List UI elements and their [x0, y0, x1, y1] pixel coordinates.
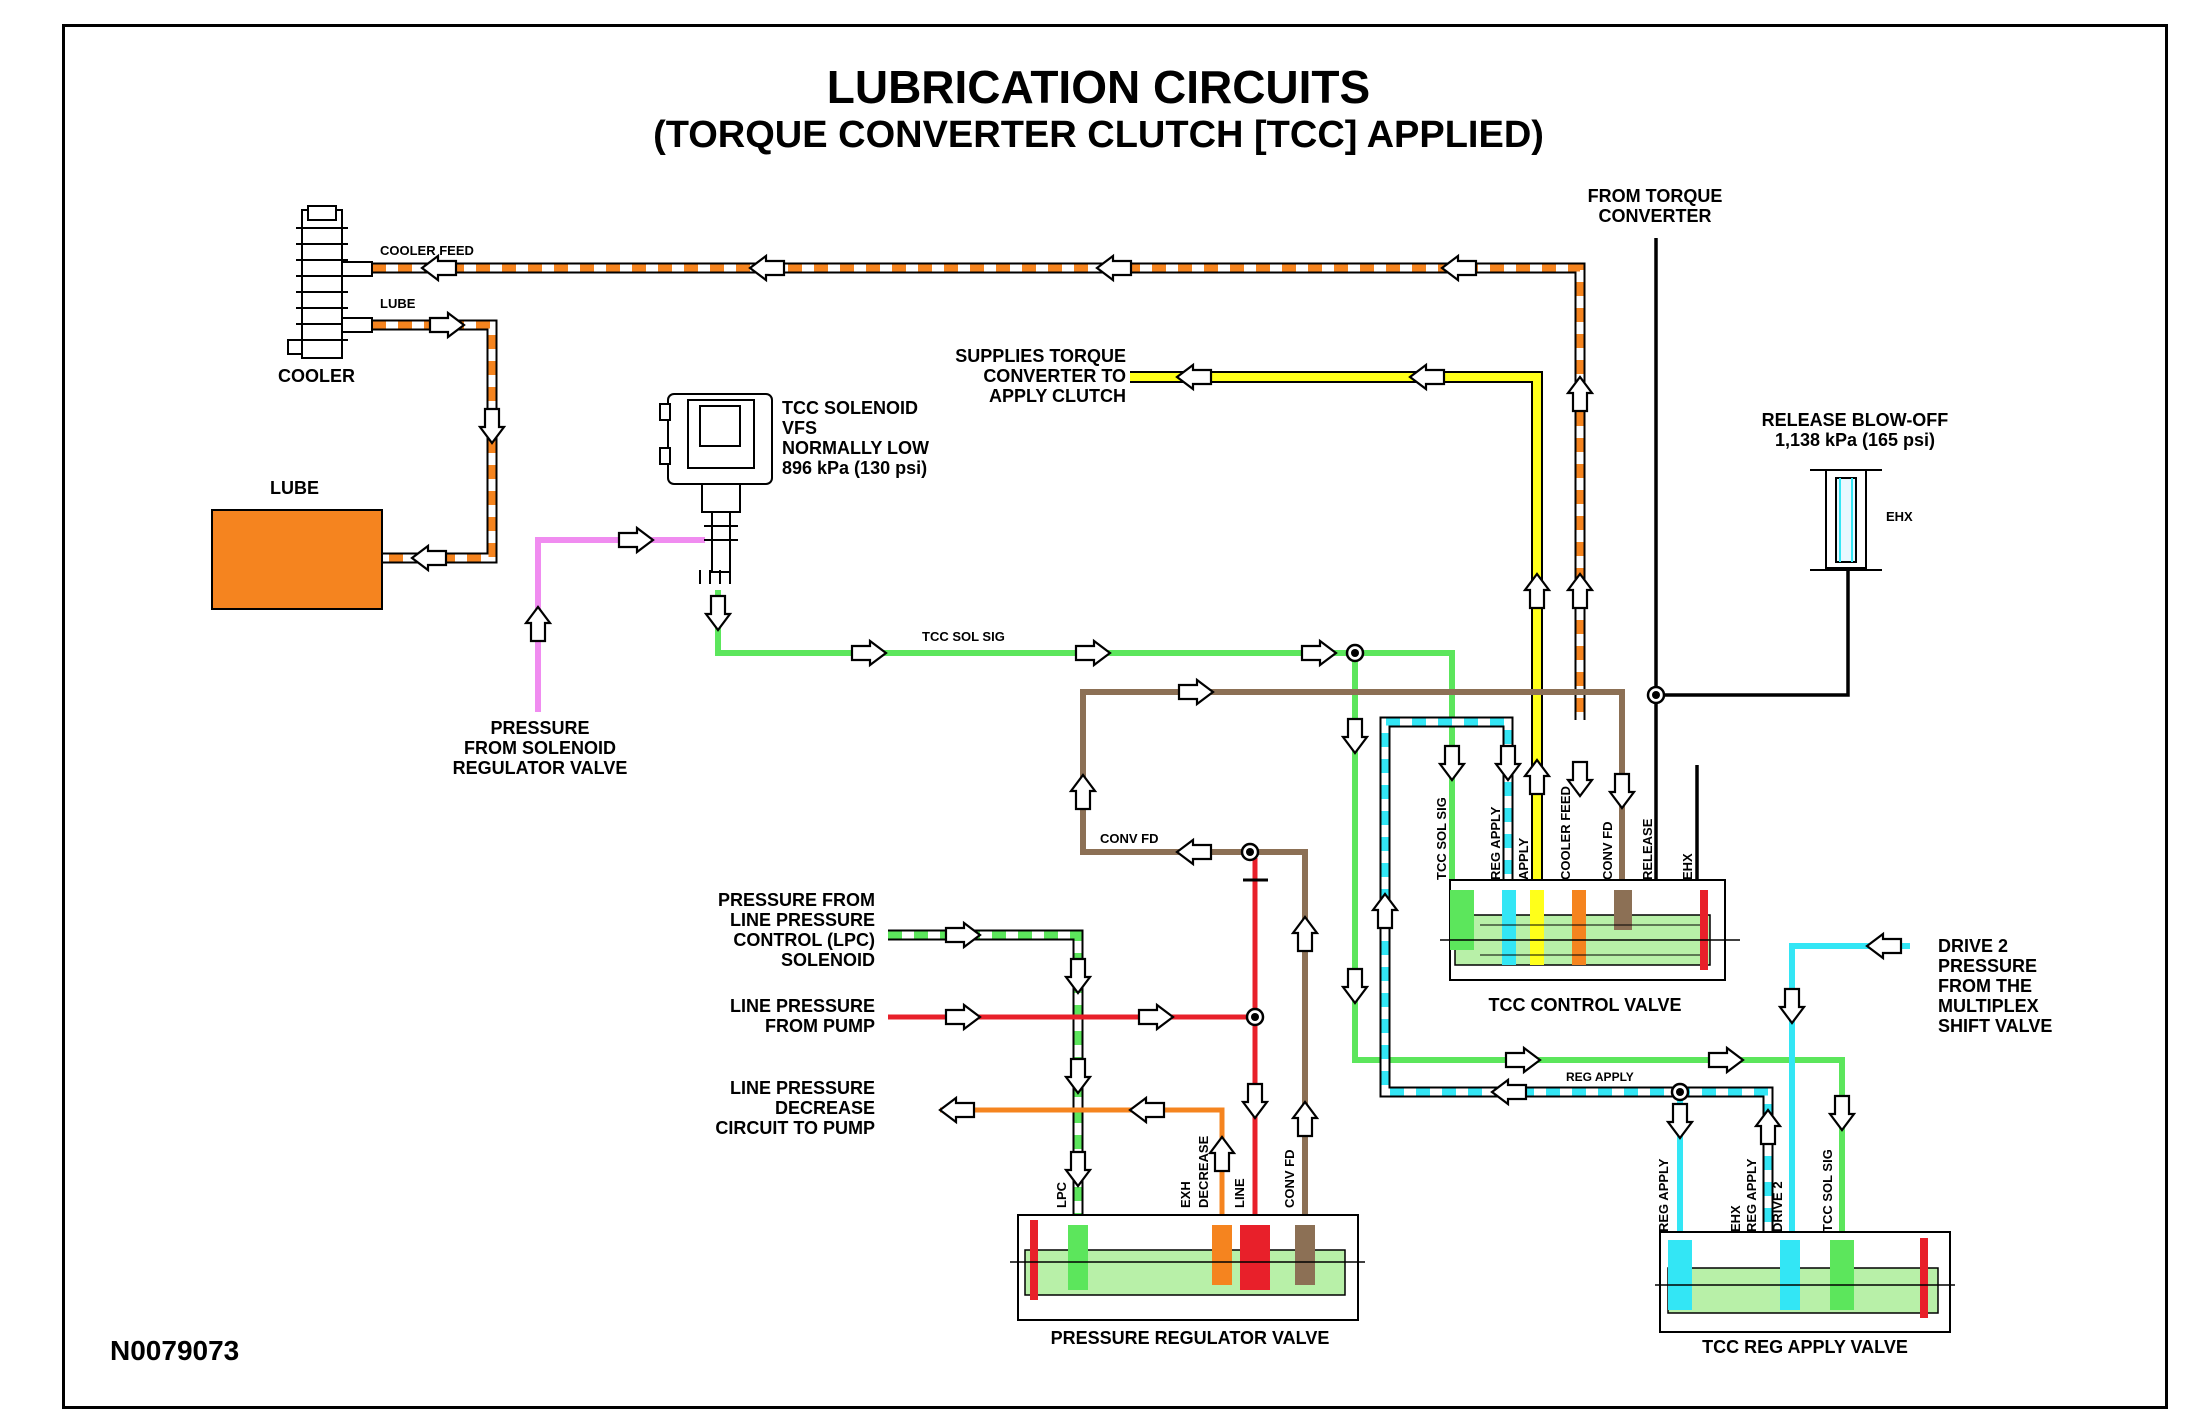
port-tcc-reg-apply-drive2: DRIVE 2	[1770, 1181, 1785, 1232]
port-pressure-reg-line: LINE	[1232, 1178, 1247, 1208]
label-ehx: EHX	[1886, 509, 1913, 524]
label-cooler: COOLER	[278, 366, 356, 386]
figure-id: N0079073	[110, 1335, 240, 1366]
port-pressure-reg-lpc: LPC	[1054, 1182, 1069, 1208]
apply-line	[1130, 371, 1543, 910]
line-decrease-line	[940, 1107, 1225, 1240]
label-line-from-pump: LINE PRESSURE FROM PUMP	[729, 996, 875, 1036]
label-tcc-solenoid: TCC SOLENOID VFS NORMALLY LOW 896 kPa (1…	[782, 398, 929, 478]
label-reg-apply: REG APPLY	[1566, 1070, 1634, 1084]
label-pressure-from-solenoid-reg: PRESSURE FROM SOLENOID REGULATOR VALVE	[452, 718, 628, 778]
label-supplies-torque-converter: SUPPLIES TORQUE CONVERTER TO APPLY CLUTC…	[955, 346, 1126, 406]
diagram-frame	[62, 24, 2168, 1409]
lpc-line	[888, 929, 1084, 1230]
lube-box	[211, 509, 383, 610]
release-blowoff-line	[1656, 568, 1850, 697]
label-lube-line: LUBE	[380, 296, 416, 311]
port-pressure-reg-decrease: DECREASE	[1196, 1135, 1211, 1208]
label-pressure-regulator-valve: PRESSURE REGULATOR VALVE	[1050, 1328, 1330, 1348]
diagram-title: LUBRICATION CIRCUITS	[826, 61, 1371, 113]
label-tcc-sol-sig: TCC SOL SIG	[922, 629, 1005, 644]
port-tcc-reg-apply-reg-apply-1: REG APPLY	[1656, 1158, 1671, 1232]
solenoid-regulator-line	[535, 537, 705, 712]
port-tcc-reg-apply-ehx: EHX	[1728, 1205, 1743, 1232]
label-cooler-feed: COOLER FEED	[380, 243, 474, 258]
tcc-reg-apply-valve	[1655, 1231, 1955, 1333]
label-drive2-source: DRIVE 2 PRESSURE FROM THE MULTIPLEX SHIF…	[1938, 936, 2053, 1036]
drive2-line	[1789, 943, 1910, 1245]
label-lpc-source: PRESSURE FROM LINE PRESSURE CONTROL (LPC…	[717, 890, 875, 970]
label-lube-box: LUBE	[270, 478, 319, 498]
diagram-subtitle: (TORQUE CONVERTER CLUTCH [TCC] APPLIED)	[653, 114, 1544, 156]
port-tcc-reg-apply-reg-apply-2: REG APPLY	[1744, 1158, 1759, 1232]
cooler-icon	[287, 205, 373, 359]
label-from-torque-converter: FROM TORQUE CONVERTER	[1587, 186, 1723, 226]
label-conv-fd: CONV FD	[1100, 831, 1159, 846]
port-pressure-reg-exh: EXH	[1178, 1181, 1193, 1208]
port-tcc-control-reg-apply: REG APPLY	[1488, 806, 1503, 880]
pressure-regulator-valve	[1010, 1214, 1365, 1321]
port-tcc-control-apply: APPLY	[1516, 837, 1531, 880]
port-pressure-reg-conv-fd: CONV FD	[1282, 1149, 1297, 1209]
port-tcc-reg-apply-tcc-sol-sig: TCC SOL SIG	[1820, 1149, 1835, 1232]
port-tcc-control-cooler-feed: COOLER FEED	[1558, 786, 1573, 880]
port-tcc-control-ehx: EHX	[1680, 853, 1695, 880]
tcc-control-valve	[1440, 879, 1740, 981]
tcc-solenoid-icon	[659, 393, 773, 584]
label-release-blowoff: RELEASE BLOW-OFF 1,138 kPa (165 psi)	[1761, 410, 1949, 450]
conv-fd-line	[1080, 689, 1625, 1240]
lube-line	[372, 319, 498, 564]
label-tcc-reg-apply-valve: TCC REG APPLY VALVE	[1702, 1337, 1908, 1357]
port-tcc-control-release: RELEASE	[1640, 818, 1655, 880]
port-tcc-control-conv-fd: CONV FD	[1600, 821, 1615, 881]
release-blowoff-valve	[1810, 469, 1882, 571]
label-tcc-control-valve: TCC CONTROL VALVE	[1488, 995, 1682, 1015]
label-line-decrease: LINE PRESSURE DECREASE CIRCUIT TO PUMP	[715, 1078, 875, 1138]
port-tcc-control-tcc-sol-sig: TCC SOL SIG	[1434, 797, 1449, 880]
